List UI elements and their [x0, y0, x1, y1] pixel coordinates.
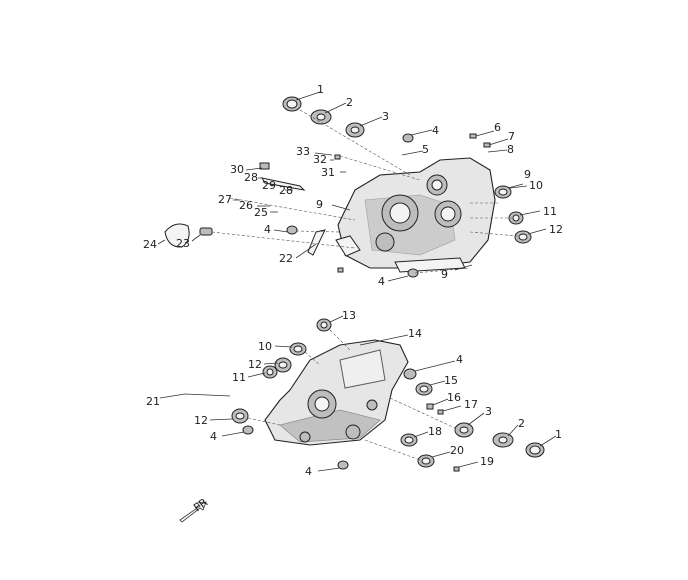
upper-crankcase-assembly — [157, 91, 547, 282]
callout-23: 23 — [176, 237, 190, 250]
callout-3-lower: 3 — [485, 405, 492, 418]
callout-12-upper: 12 — [549, 223, 563, 236]
callout-18: 18 — [428, 425, 442, 438]
callout-7: 7 — [508, 130, 515, 143]
callout-8: 8 — [507, 143, 514, 156]
lower-crankcase-assembly — [159, 315, 557, 472]
callout-28-b: 28 — [279, 184, 293, 197]
callout-28-a: 28 — [244, 171, 258, 184]
callout-31: 31 — [321, 166, 335, 179]
callout-3-upper: 3 — [382, 110, 389, 123]
callout-1-upper: 1 — [317, 83, 324, 96]
upper-callout-labels: 1 2 3 4 6 7 5 8 33 32 31 30 28 29 28 27 … — [143, 83, 563, 288]
callout-24: 24 — [143, 238, 157, 251]
callout-11-lower: 11 — [232, 371, 246, 384]
callout-20: 20 — [450, 444, 464, 457]
callout-12-lower-a: 12 — [248, 358, 262, 371]
callout-11-upper: 11 — [543, 205, 557, 218]
callout-2-upper: 2 — [346, 96, 353, 109]
callout-15: 15 — [444, 374, 458, 387]
callout-33: 33 — [296, 145, 310, 158]
callout-30: 30 — [230, 163, 244, 176]
callout-9-upper-c: 9 — [441, 268, 448, 281]
callout-32: 32 — [313, 153, 327, 166]
callout-27: 27 — [218, 193, 232, 206]
front-direction-arrow: FR — [179, 496, 210, 523]
callout-4-upper-c: 4 — [378, 275, 385, 288]
callout-4-upper-a: 4 — [432, 124, 439, 137]
callout-10-upper: 10 — [529, 179, 543, 192]
callout-13: 13 — [342, 309, 356, 322]
callout-4-lower-c: 4 — [305, 465, 312, 478]
callout-21: 21 — [146, 395, 160, 408]
callout-19: 19 — [480, 455, 494, 468]
callout-25: 25 — [254, 206, 268, 219]
callout-10-lower: 10 — [258, 340, 272, 353]
callout-12-lower-b: 12 — [194, 414, 208, 427]
callout-2-lower: 2 — [518, 417, 525, 430]
callout-9-upper-a: 9 — [316, 198, 323, 211]
callout-16: 16 — [447, 391, 461, 404]
lower-callout-labels: 13 14 10 12 11 4 15 21 16 17 3 12 4 18 2… — [146, 309, 562, 478]
callout-1-lower: 1 — [555, 428, 562, 441]
callout-9-upper-b: 9 — [524, 168, 531, 181]
callout-4-upper-b: 4 — [264, 223, 271, 236]
callout-26: 26 — [239, 199, 253, 212]
callout-22: 22 — [279, 252, 293, 265]
callout-6: 6 — [494, 121, 501, 134]
callout-5: 5 — [422, 143, 429, 156]
callout-17: 17 — [464, 398, 478, 411]
callout-14: 14 — [408, 327, 422, 340]
callout-29: 29 — [262, 179, 276, 192]
callout-4-lower-b: 4 — [210, 430, 217, 443]
callout-4-lower-a: 4 — [456, 353, 463, 366]
